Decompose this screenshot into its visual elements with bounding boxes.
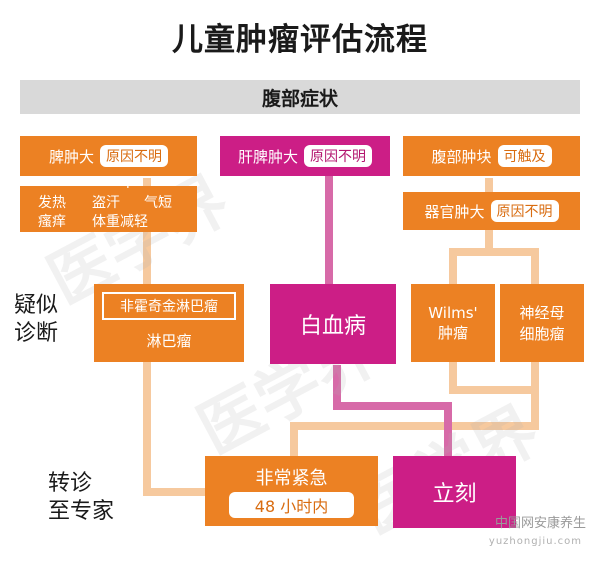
- node-label-line: 肿瘤: [437, 323, 468, 342]
- connector: [449, 386, 539, 394]
- node-label: 肝脾肿大: [237, 147, 298, 166]
- node-label-line: 细胞瘤: [519, 325, 565, 343]
- label-line: 诊断: [14, 321, 59, 346]
- node-tag: 可触及: [497, 145, 552, 167]
- node-label: 淋巴瘤: [146, 332, 192, 350]
- node-label: 腹部肿块: [431, 147, 492, 166]
- node-tag: 原因不明: [490, 200, 559, 222]
- symptom-pruritus: 瘙痒: [38, 214, 66, 230]
- node-immediate: 立刻: [393, 456, 516, 528]
- node-tag: 原因不明: [100, 145, 168, 167]
- connector: [143, 232, 151, 284]
- connector: [531, 248, 539, 284]
- page-title: 儿童肿瘤评估流程: [172, 22, 428, 58]
- label-line: 疑似: [14, 293, 59, 318]
- node-splenomegaly: 脾肿大 原因不明: [20, 136, 197, 176]
- node-label: 立刻: [432, 482, 477, 507]
- connector: [485, 230, 493, 252]
- node-tag: 48 小时内: [229, 492, 354, 518]
- connector: [333, 365, 341, 407]
- label-line: 转诊: [48, 471, 93, 496]
- node-hepatosplenomegaly: 肝脾肿大 原因不明: [220, 136, 390, 176]
- node-lymphoma: 非霍奇金淋巴瘤 淋巴瘤: [94, 284, 244, 362]
- node-label: 器官肿大: [424, 202, 485, 221]
- node-wilms-tumor: Wilms' 肿瘤: [411, 284, 495, 362]
- connector: [449, 362, 457, 392]
- connector: [449, 248, 539, 256]
- symptom-weight-loss: 体重减轻: [92, 214, 148, 230]
- connector: [325, 170, 333, 284]
- node-label-line: Wilms': [428, 303, 478, 322]
- connector: [143, 362, 151, 492]
- connector: [290, 422, 539, 430]
- plus-sign: +: [122, 176, 134, 192]
- connector: [290, 422, 298, 456]
- connector: [143, 178, 151, 192]
- connector: [444, 402, 452, 456]
- symptom-dyspnea: 气短: [144, 195, 172, 211]
- node-abdominal-mass: 腹部肿块 可触及: [403, 136, 580, 176]
- node-label: 白血病: [299, 314, 366, 339]
- node-tag: 原因不明: [304, 145, 372, 167]
- node-symptoms: + 发热 盗汗 气短 瘙痒 体重减轻: [20, 176, 197, 232]
- connector: [333, 402, 452, 410]
- node-neuroblastoma: 神经母 细胞瘤: [500, 284, 584, 362]
- label-referral: 转诊 至专家: [48, 470, 114, 526]
- node-tag: 非霍奇金淋巴瘤: [102, 292, 236, 320]
- node-label: 非常紧急: [255, 468, 328, 489]
- symptom-night-sweats: 盗汗: [92, 195, 120, 211]
- node-very-urgent: 非常紧急 48 小时内: [205, 456, 378, 526]
- connector: [143, 488, 205, 496]
- label-line: 至专家: [48, 499, 115, 524]
- label-suspected-diagnosis: 疑似 诊断: [14, 292, 58, 348]
- node-label-line: 神经母: [519, 304, 565, 322]
- connector: [449, 248, 457, 284]
- node-leukemia: 白血病: [270, 284, 396, 364]
- node-label: 脾肿大: [48, 147, 94, 166]
- connector: [485, 178, 493, 192]
- symptom-fever: 发热: [38, 195, 66, 211]
- footer-site-url: yuzhongjiu.com: [488, 536, 582, 547]
- node-organ-enlargement: 器官肿大 原因不明: [403, 192, 580, 230]
- header-abdominal-symptoms: 腹部症状: [20, 80, 580, 114]
- footer-site-name: 中国网安康养生: [494, 516, 586, 531]
